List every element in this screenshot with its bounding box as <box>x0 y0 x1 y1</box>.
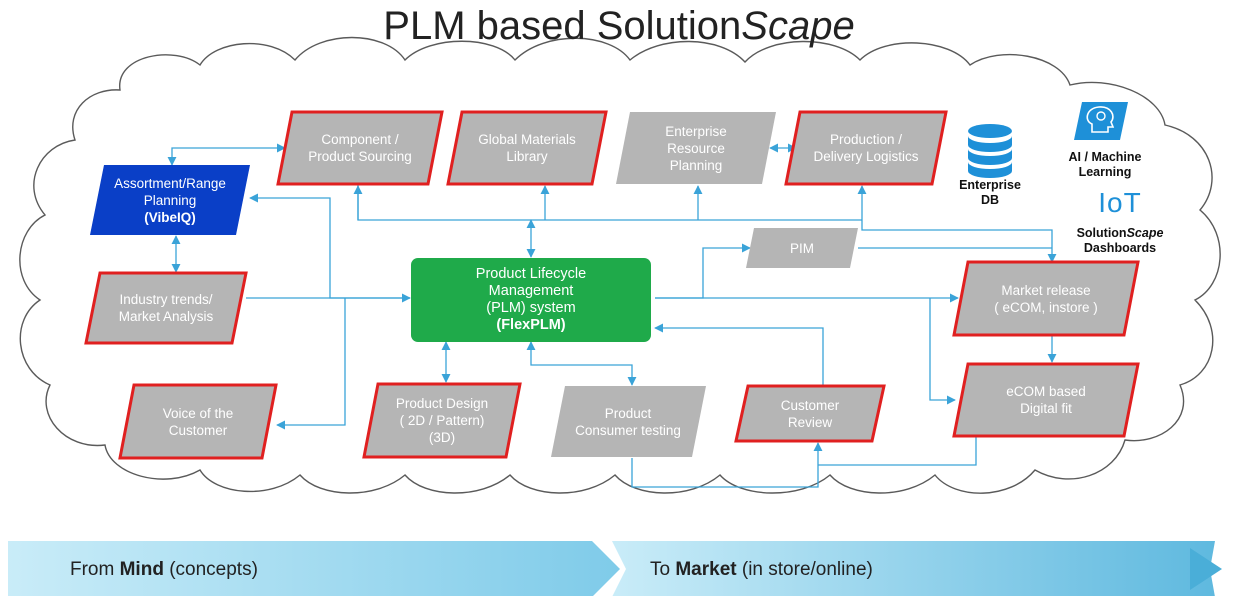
voice-of-customer-box: Voice of the Customer <box>124 385 272 458</box>
plm-line4: (FlexPLM) <box>496 317 566 333</box>
consumer-testing-line2: Consumer testing <box>575 422 681 438</box>
pim-shape <box>746 228 858 268</box>
page-title: PLM based SolutionScape <box>0 4 1238 49</box>
consumer-testing-line1: Product <box>604 405 652 421</box>
enterprise-db-label: Enterprise DB <box>950 178 1030 208</box>
global-materials-box: Global Materials Library <box>452 112 602 184</box>
market-release-shape <box>952 260 1140 337</box>
connectors <box>167 143 1057 488</box>
production-line1: Production / <box>829 132 903 147</box>
market-arrow-band <box>612 541 1215 596</box>
production-logistics-box: Production / Delivery Logistics <box>790 112 942 184</box>
production-line2: Delivery Logistics <box>813 149 919 164</box>
assortment-line1: Assortment/Range <box>114 175 226 191</box>
market-release-line2: ( eCOM, instore ) <box>994 299 1098 315</box>
ecom-fit-line2: Digital fit <box>1020 401 1072 416</box>
consumer-testing-shape <box>551 386 706 457</box>
product-design-box: Product Design ( 2D / Pattern) (3D) <box>368 384 516 457</box>
component-sourcing-box: Component / Product Sourcing <box>282 112 438 184</box>
erp-box: Enterprise Resource Planning <box>620 112 772 184</box>
production-shape <box>784 110 948 186</box>
industry-shape <box>84 271 248 345</box>
customer-review-box: Customer Review <box>740 386 880 441</box>
ecom-fit-line1: eCOM based <box>1006 384 1086 399</box>
voice-shape <box>118 383 278 460</box>
review-line2: Review <box>787 414 833 430</box>
ecom-digital-fit-box: eCOM based Digital fit <box>958 364 1134 436</box>
enterprise-db-line1: Enterprise <box>959 178 1021 192</box>
plm-line1: Product Lifecycle <box>475 266 587 282</box>
industry-line2: Market Analysis <box>118 309 214 324</box>
industry-trends-box: Industry trends/ Market Analysis <box>90 273 242 343</box>
to-market-label: To Market (in store/online) <box>650 559 873 581</box>
erp-shape <box>616 112 776 184</box>
ai-line2: Learning <box>1078 165 1132 179</box>
assortment-shape <box>90 165 250 235</box>
assortment-line3: (VibeIQ) <box>144 209 196 225</box>
materials-line2: Library <box>506 149 548 164</box>
database-icon <box>968 124 1012 178</box>
design-line2: ( 2D / Pattern) <box>399 413 485 428</box>
to-market-bold: Market <box>675 559 737 580</box>
ai-head-icon <box>1074 102 1128 140</box>
erp-line1: Enterprise <box>665 123 727 139</box>
to-market-pre: To <box>650 559 676 580</box>
from-mind-label: From Mind (concepts) <box>70 559 258 581</box>
materials-line1: Global Materials <box>478 132 576 147</box>
iot-logo: IoT <box>1090 188 1150 218</box>
iot-logo-text: IoT <box>1098 187 1142 218</box>
ai-ml-label: AI / Machine Learning <box>1060 150 1150 180</box>
assortment-line2: Planning <box>143 192 197 208</box>
conn-assortment-component <box>167 143 286 166</box>
pim-line1: PIM <box>789 240 814 256</box>
review-shape <box>734 384 886 443</box>
iot-dashboards-label: SolutionScape Dashboards <box>1065 226 1175 256</box>
plm-shape <box>411 258 651 342</box>
mind-arrow-band <box>8 541 620 596</box>
erp-line3: Planning <box>669 157 723 173</box>
iot-line2: Dashboards <box>1083 241 1157 255</box>
voice-line2: Customer <box>168 422 228 438</box>
design-line1: Product Design <box>395 396 489 411</box>
from-mind-pre: From <box>70 559 120 580</box>
component-shape <box>276 110 444 186</box>
plm-line3: (PLM) system <box>486 300 576 316</box>
enterprise-db-line2: DB <box>980 193 1000 207</box>
component-line2: Product Sourcing <box>308 149 412 164</box>
from-mind-post: (concepts) <box>163 559 258 580</box>
pim-box: PIM <box>750 228 854 268</box>
design-shape <box>362 382 522 459</box>
component-line1: Component / <box>321 132 399 147</box>
design-line3: (3D) <box>428 430 456 445</box>
title-italic: Scape <box>741 4 855 48</box>
industry-line1: Industry trends/ <box>119 292 213 307</box>
review-line1: Customer <box>780 397 840 413</box>
title-main: PLM based Solution <box>383 4 742 48</box>
materials-shape <box>446 110 608 186</box>
ecom-fit-shape <box>952 362 1140 438</box>
plm-line2: Management <box>488 283 574 299</box>
ai-line1: AI / Machine <box>1068 150 1142 164</box>
market-arrow-head <box>1190 548 1222 590</box>
voice-line1: Voice of the <box>162 405 234 421</box>
market-release-box: Market release ( eCOM, instore ) <box>958 262 1134 335</box>
market-release-line1: Market release <box>1001 282 1091 298</box>
consumer-testing-box: Product Consumer testing <box>555 386 701 457</box>
erp-line2: Resource <box>667 140 725 156</box>
assortment-planning-box: Assortment/Range Planning (VibeIQ) <box>94 165 246 235</box>
from-mind-bold: Mind <box>119 559 164 580</box>
to-market-post: (in store/online) <box>736 559 873 580</box>
iot-line1-italic: Scape <box>1126 226 1164 240</box>
plm-system-box: Product Lifecycle Management (PLM) syste… <box>411 258 651 342</box>
iot-line1-main: Solution <box>1076 226 1127 240</box>
